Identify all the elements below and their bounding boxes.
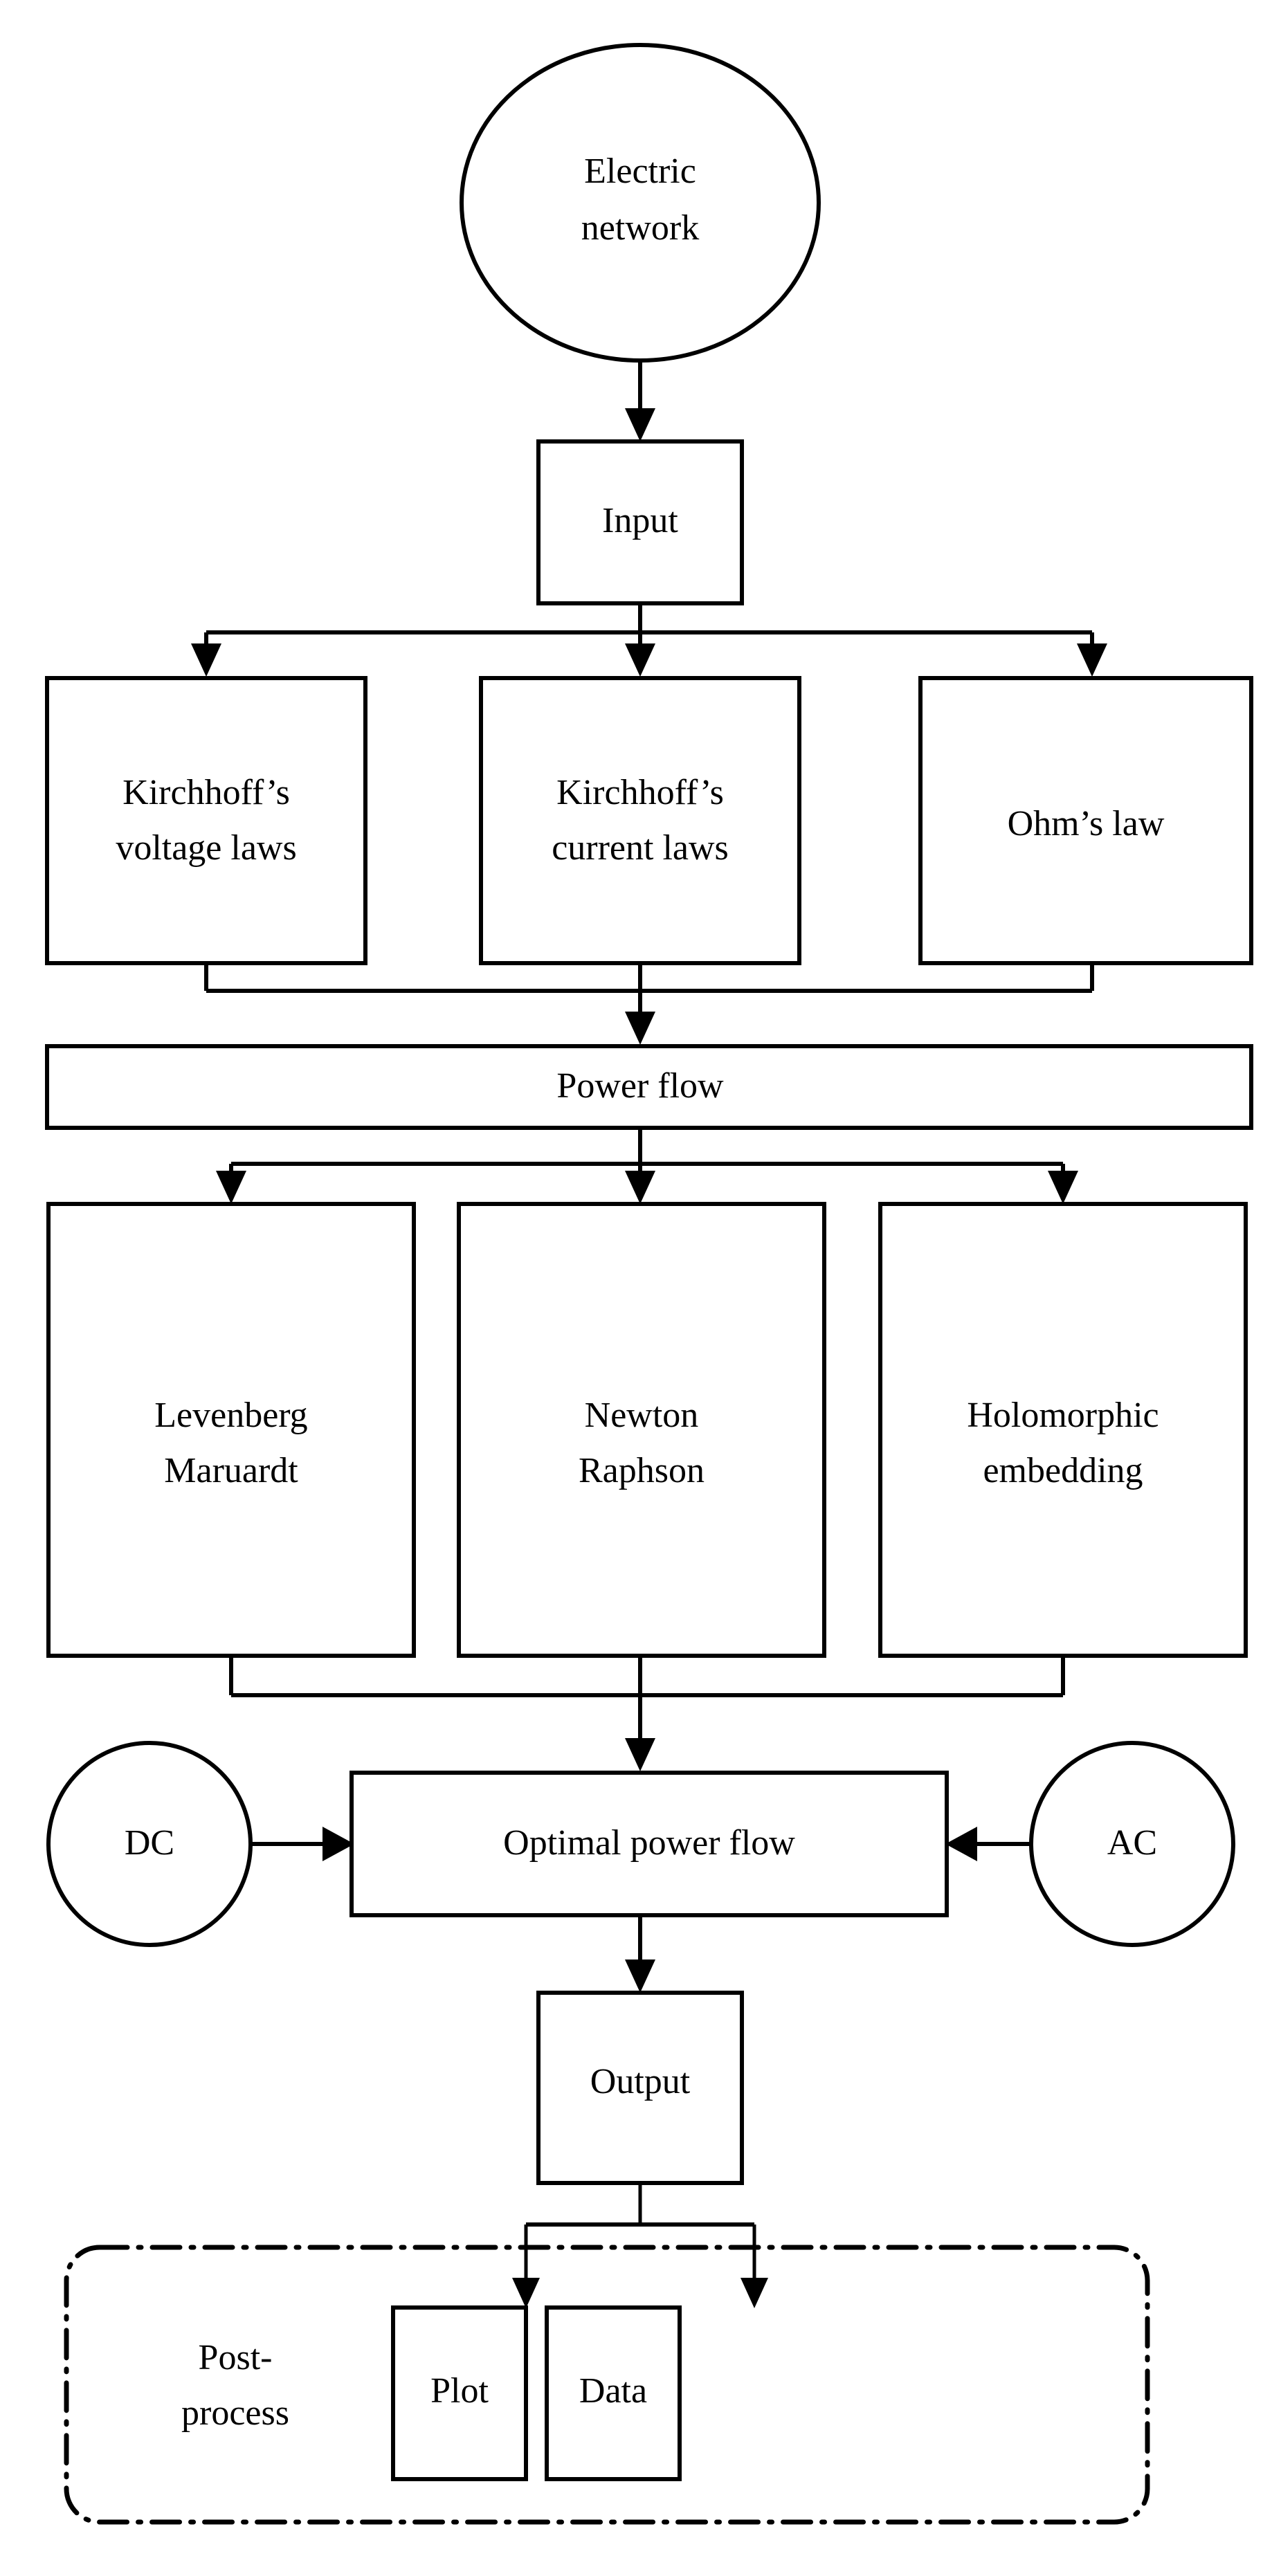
kirchhoff-voltage-label-line2: voltage laws xyxy=(116,828,296,868)
edge-input-branch-bus xyxy=(191,603,1107,677)
holomorphic-label-line1: Holomorphic xyxy=(967,1396,1159,1435)
dc-label: DC xyxy=(125,1823,174,1863)
node-input[interactable]: Input xyxy=(536,439,744,605)
edge-output-branch-bus xyxy=(512,2183,768,2308)
edge-laws-merge-to-power-flow xyxy=(204,963,1094,1045)
node-kirchhoff-voltage-laws[interactable]: Kirchhoff’s voltage laws xyxy=(45,676,367,965)
kirchhoff-current-label-line2: current laws xyxy=(552,828,729,868)
holomorphic-label-line2: embedding xyxy=(983,1451,1143,1490)
node-optimal-power-flow[interactable]: Optimal power flow xyxy=(349,1771,949,1917)
edge-dc-to-optimal-power-flow xyxy=(251,1827,354,1861)
node-kirchhoff-current-laws[interactable]: Kirchhoff’s current laws xyxy=(479,676,801,965)
electric-network-label-line1: Electric xyxy=(584,152,696,191)
optimal-power-flow-label: Optimal power flow xyxy=(503,1823,795,1863)
post-process-label-line2: process xyxy=(181,2393,289,2433)
node-power-flow[interactable]: Power flow xyxy=(45,1044,1253,1130)
node-ohms-law[interactable]: Ohm’s law xyxy=(918,676,1253,965)
kirchhoff-current-label-line1: Kirchhoff’s xyxy=(556,773,724,812)
node-plot[interactable]: Plot xyxy=(391,2305,528,2481)
post-process-group xyxy=(64,2245,1150,2525)
kirchhoff-voltage-label-line1: Kirchhoff’s xyxy=(122,773,290,812)
node-data[interactable]: Data xyxy=(545,2305,682,2481)
post-process-label-line1: Post- xyxy=(199,2338,273,2377)
output-label: Output xyxy=(590,2062,691,2101)
node-electric-network[interactable]: Electric network xyxy=(460,43,821,363)
edge-methods-merge-to-optimal-power-flow xyxy=(229,1656,1065,1771)
edge-ac-to-optimal-power-flow xyxy=(945,1827,1031,1861)
post-process-label-group: Post- process xyxy=(181,2338,289,2433)
input-label: Input xyxy=(602,501,678,540)
newton-raphson-label-line1: Newton xyxy=(585,1396,699,1435)
levenberg-label-line1: Levenberg xyxy=(154,1396,307,1435)
ac-label: AC xyxy=(1107,1823,1157,1863)
node-dc[interactable]: DC xyxy=(46,1741,253,1947)
plot-label: Plot xyxy=(430,2371,489,2411)
node-levenberg-maruardt[interactable]: Levenberg Maruardt xyxy=(46,1202,416,1658)
edge-power-flow-branch-bus xyxy=(216,1128,1078,1204)
electric-network-label-line2: network xyxy=(581,208,699,248)
newton-raphson-label-line2: Raphson xyxy=(579,1451,705,1490)
edge-optimal-power-flow-to-output xyxy=(625,1915,655,1993)
node-newton-raphson[interactable]: Newton Raphson xyxy=(457,1202,826,1658)
power-flow-label: Power flow xyxy=(556,1066,724,1106)
ohms-law-label: Ohm’s law xyxy=(1008,804,1165,843)
node-output[interactable]: Output xyxy=(536,1991,744,2185)
levenberg-label-line2: Maruardt xyxy=(164,1451,298,1490)
node-ac[interactable]: AC xyxy=(1029,1741,1235,1947)
node-holomorphic-embedding[interactable]: Holomorphic embedding xyxy=(878,1202,1248,1658)
data-label: Data xyxy=(579,2371,647,2411)
